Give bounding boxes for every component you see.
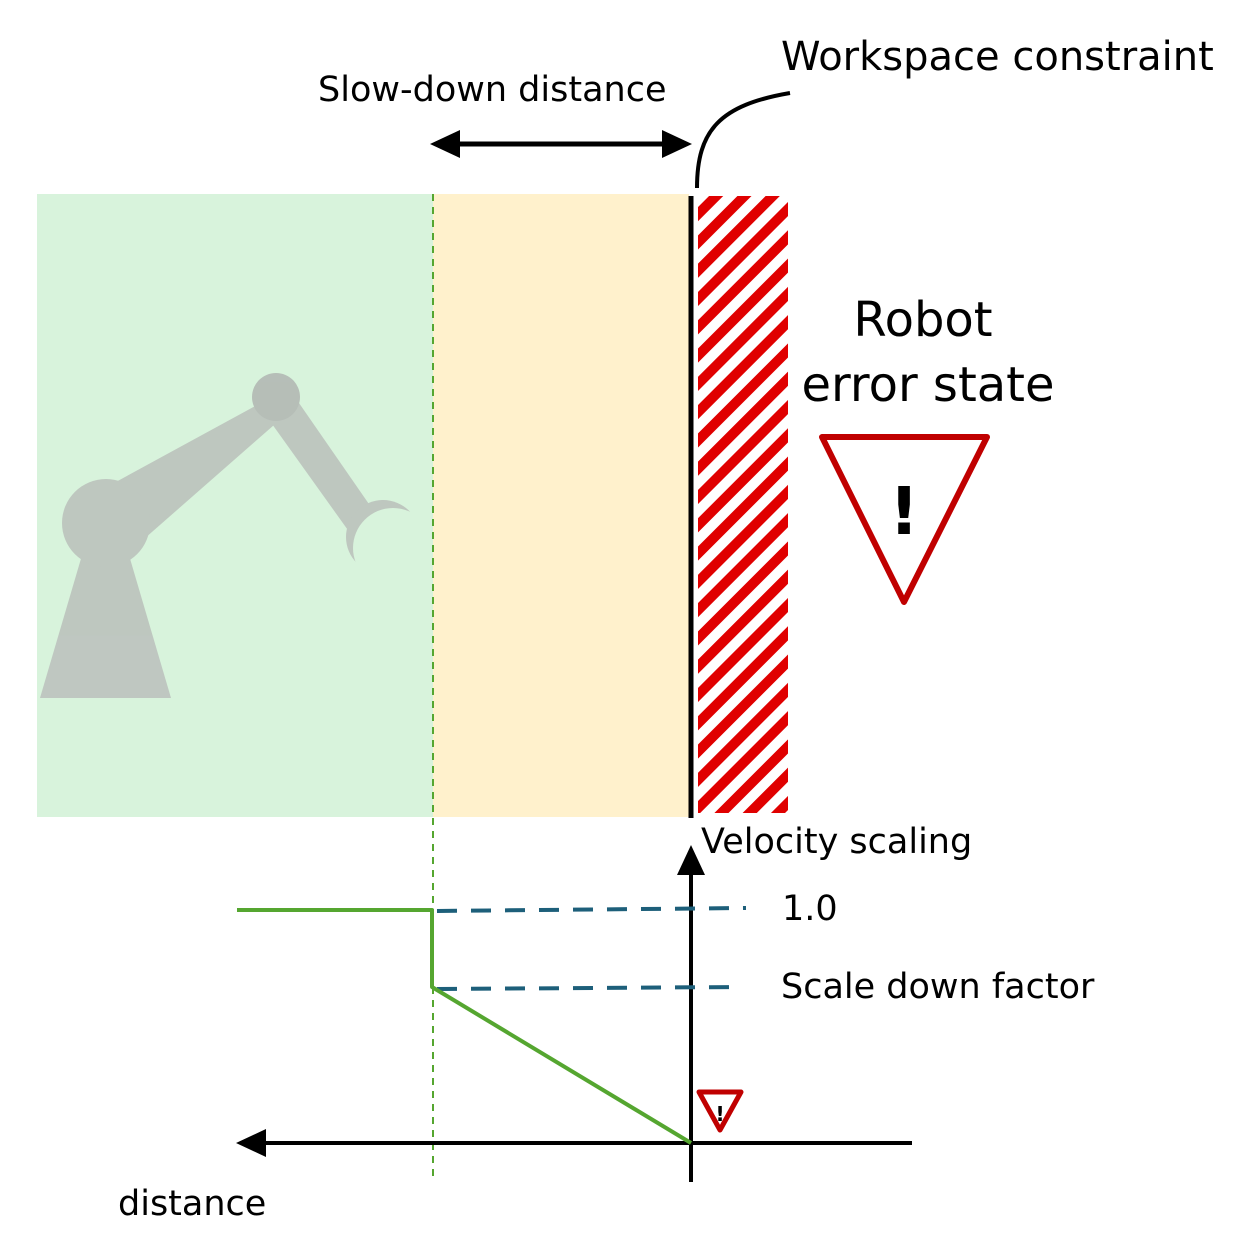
small-warning-triangle-icon: ! bbox=[696, 1089, 744, 1133]
robot-error-state-label-line2: error state bbox=[801, 357, 1054, 413]
value-one-label: 1.0 bbox=[782, 889, 838, 929]
velocity-axis-arrow-icon bbox=[677, 845, 705, 875]
workspace-constraint-label: Workspace constraint bbox=[781, 34, 1214, 80]
arrowhead-right-icon bbox=[662, 130, 692, 158]
warning-triangle-icon: ! bbox=[819, 434, 990, 605]
reference-line-scale-down bbox=[436, 985, 741, 991]
velocity-scaling-label: Velocity scaling bbox=[701, 822, 972, 862]
distance-axis-arrow-icon bbox=[236, 1129, 266, 1157]
workspace-constraint-leader bbox=[695, 91, 791, 189]
robot-overlay bbox=[37, 194, 433, 817]
reference-line-one bbox=[436, 906, 747, 913]
small-warning-glyph: ! bbox=[715, 1102, 724, 1126]
slow-down-distance-label: Slow-down distance bbox=[318, 70, 666, 110]
scale-down-factor-label: Scale down factor bbox=[781, 967, 1095, 1007]
slow-down-zone bbox=[433, 194, 689, 817]
arrowhead-left-icon bbox=[430, 130, 460, 158]
robot-error-state-label-line1: Robot bbox=[853, 292, 992, 348]
robot-arm-icon bbox=[40, 373, 433, 698]
hazard-zone bbox=[698, 196, 788, 813]
warning-glyph: ! bbox=[889, 473, 919, 550]
distance-label: distance bbox=[118, 1184, 266, 1224]
velocity-scaling-curve bbox=[237, 908, 693, 1145]
